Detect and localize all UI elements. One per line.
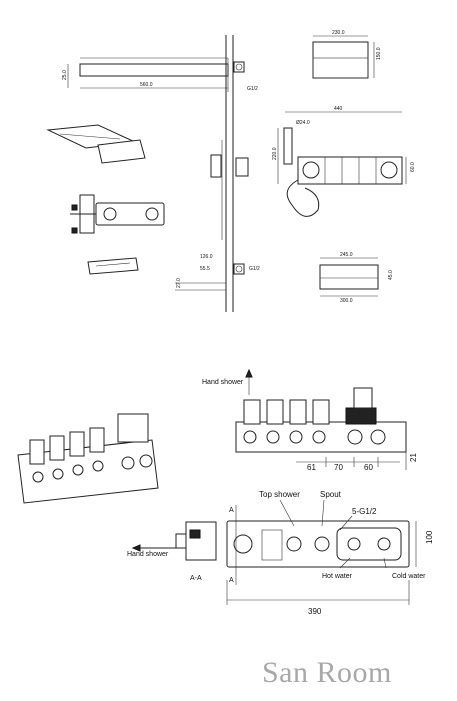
panel-height-dim: 60.0 [410,162,416,172]
panel-width-dim: 440 [334,106,343,112]
arm-length-dim: 560.0 [140,82,153,88]
bar-top-conn: G1/2 [247,86,258,92]
section-aa-label: A-A [190,575,202,582]
spout-height-dim: 150.0 [376,47,382,60]
spout-side-small [87,257,139,275]
bottom-dim-c: 27.0 [176,278,182,288]
spout-side-bottom: 300.0 [340,298,353,304]
dim-61: 61 [307,463,316,472]
bar-bottom-conn: G1/2 [249,266,260,272]
valve-front-view [235,368,407,470]
spout-side-view [319,257,379,297]
dim-60: 60 [364,463,373,472]
spout-side-depth: 45.0 [388,270,394,280]
section-a-bottom: A [229,577,234,584]
control-panel-front [277,111,407,217]
hand-shower-label-front: Hand shower [202,379,244,386]
bottom-dim-a: 126.0 [200,254,213,260]
dim-100: 100 [425,530,434,544]
overhead-arm [67,57,229,92]
valve-perspective-small [70,194,165,234]
handset-dia-dim: Ø24.0 [296,120,310,126]
dim-390: 390 [308,607,322,616]
valve-top-view [226,499,417,605]
bottom-dim-b: 55.5 [200,266,210,272]
valve-section-view [131,521,217,561]
dim-21: 21 [409,453,418,462]
top-shower-label: Top shower [259,490,300,499]
spout-label: Spout [320,490,342,499]
spout-width-dim: 230.0 [332,30,345,36]
cold-water-label: Cold water [392,573,426,580]
hand-shower-label-side: Hand shower [127,551,169,558]
hot-water-label: Hot water [322,573,353,580]
arm-height-dim: 25.0 [62,70,68,80]
spout-side-width: 245.0 [340,252,353,258]
valve-perspective-large [17,413,159,504]
spout-top-view [312,35,375,79]
section-a-top: A [229,507,234,514]
panel-depth-dim: 220.0 [272,147,278,160]
dim-70: 70 [334,463,343,472]
rain-head-perspective [46,124,146,164]
shower-column [175,35,249,312]
brand-watermark: San Room [262,656,392,689]
thread-label: 5-G1/2 [352,507,377,516]
